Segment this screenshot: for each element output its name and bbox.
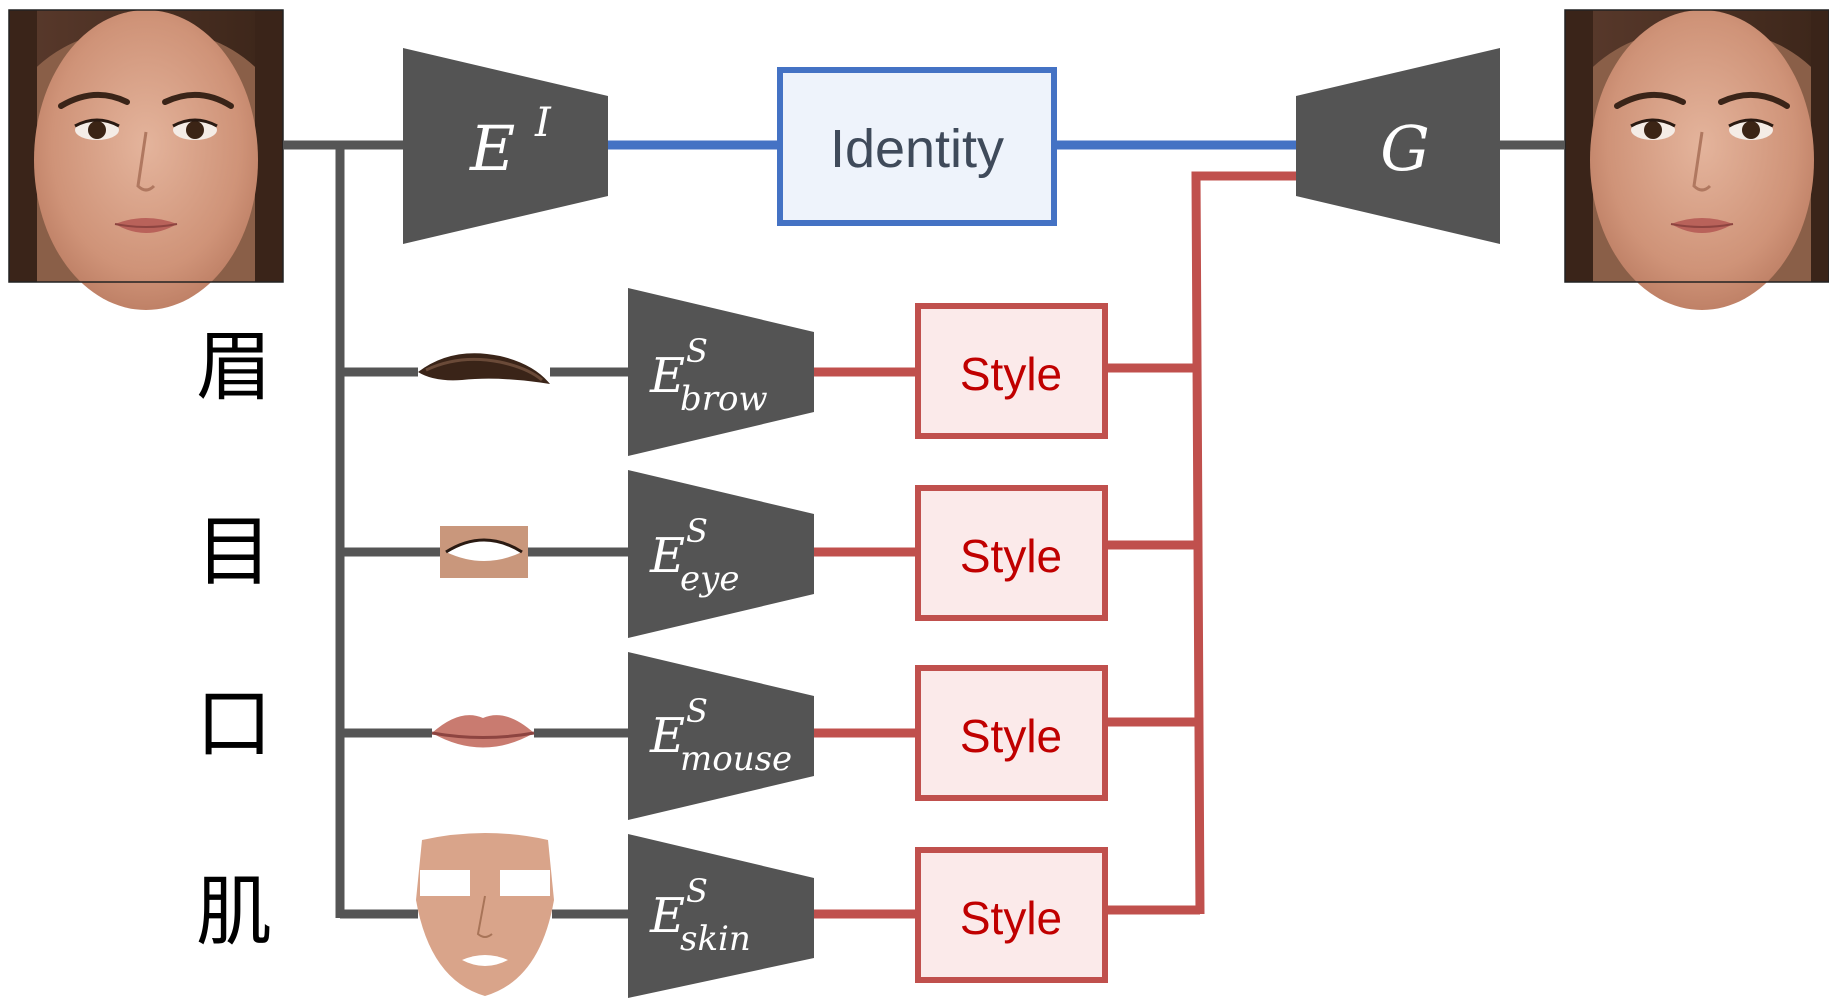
eyebrow-crop-image	[418, 353, 550, 384]
brow-encoder-subscript: brow	[680, 379, 768, 419]
eye-character: 目	[196, 507, 272, 596]
skin-encoder-label: E	[649, 888, 685, 944]
output-face-image	[1565, 10, 1829, 310]
lips-crop-image	[431, 715, 535, 748]
svg-text:E S eye: E S eye	[649, 498, 739, 599]
brow-encoder-superscript: S	[686, 332, 708, 370]
svg-text:E S brow: E S brow	[649, 318, 768, 419]
mouth-style-box	[915, 665, 1108, 801]
style-bus-to-generator-line	[1191, 171, 1296, 915]
brow-style-box	[915, 303, 1108, 439]
brow-style-label: Style	[960, 348, 1062, 400]
identity-encoder-label: E	[469, 112, 515, 185]
identity-box-label: Identity	[830, 119, 1004, 179]
mouth-style-encoder	[628, 652, 814, 820]
skin-character: 肌	[196, 867, 272, 956]
mouth-character: 口	[196, 679, 272, 768]
eye-row: 目 E S eye Style	[196, 470, 1108, 638]
identity-encoder: E I	[403, 48, 608, 244]
input-face-image	[9, 10, 283, 310]
eye-style-box	[915, 485, 1108, 621]
eye-style-label: Style	[960, 530, 1062, 582]
generator: G	[1296, 48, 1500, 244]
skin-style-box	[915, 847, 1108, 983]
brow-row: 眉 E S brow Style	[196, 288, 1108, 456]
eye-crop-image	[440, 526, 528, 578]
skin-encoder-superscript: S	[686, 872, 708, 910]
mouth-encoder-superscript: S	[686, 692, 708, 730]
skin-encoder-subscript: skin	[680, 919, 751, 959]
style-path	[814, 171, 1296, 919]
input-connectors	[283, 140, 1565, 919]
brow-encoder-label: E	[649, 348, 685, 404]
skin-style-label: Style	[960, 892, 1062, 944]
svg-text:E S mouse: E S mouse	[649, 678, 792, 779]
mouth-style-label: Style	[960, 710, 1062, 762]
skin-style-encoder	[628, 834, 814, 998]
svg-text:E I: E I	[469, 100, 552, 185]
eye-style-encoder	[628, 470, 814, 638]
eye-encoder-superscript: S	[686, 512, 708, 550]
mouth-row: 口 E S mouse Style	[196, 652, 1108, 820]
mouth-encoder-label: E	[649, 708, 685, 764]
brow-style-encoder	[628, 288, 814, 456]
svg-text:E S skin: E S skin	[649, 858, 751, 959]
skin-row: 肌 E S skin Style	[196, 833, 1108, 998]
eye-encoder-label: E	[649, 528, 685, 584]
generator-label: G	[1380, 112, 1430, 185]
identity-encoder-superscript: I	[534, 100, 552, 146]
brow-character: 眉	[196, 322, 272, 411]
eye-encoder-subscript: eye	[680, 559, 739, 599]
mouth-encoder-subscript: mouse	[680, 739, 792, 779]
identity-box: Identity	[777, 67, 1057, 226]
masked-skin-crop-image	[416, 833, 554, 996]
